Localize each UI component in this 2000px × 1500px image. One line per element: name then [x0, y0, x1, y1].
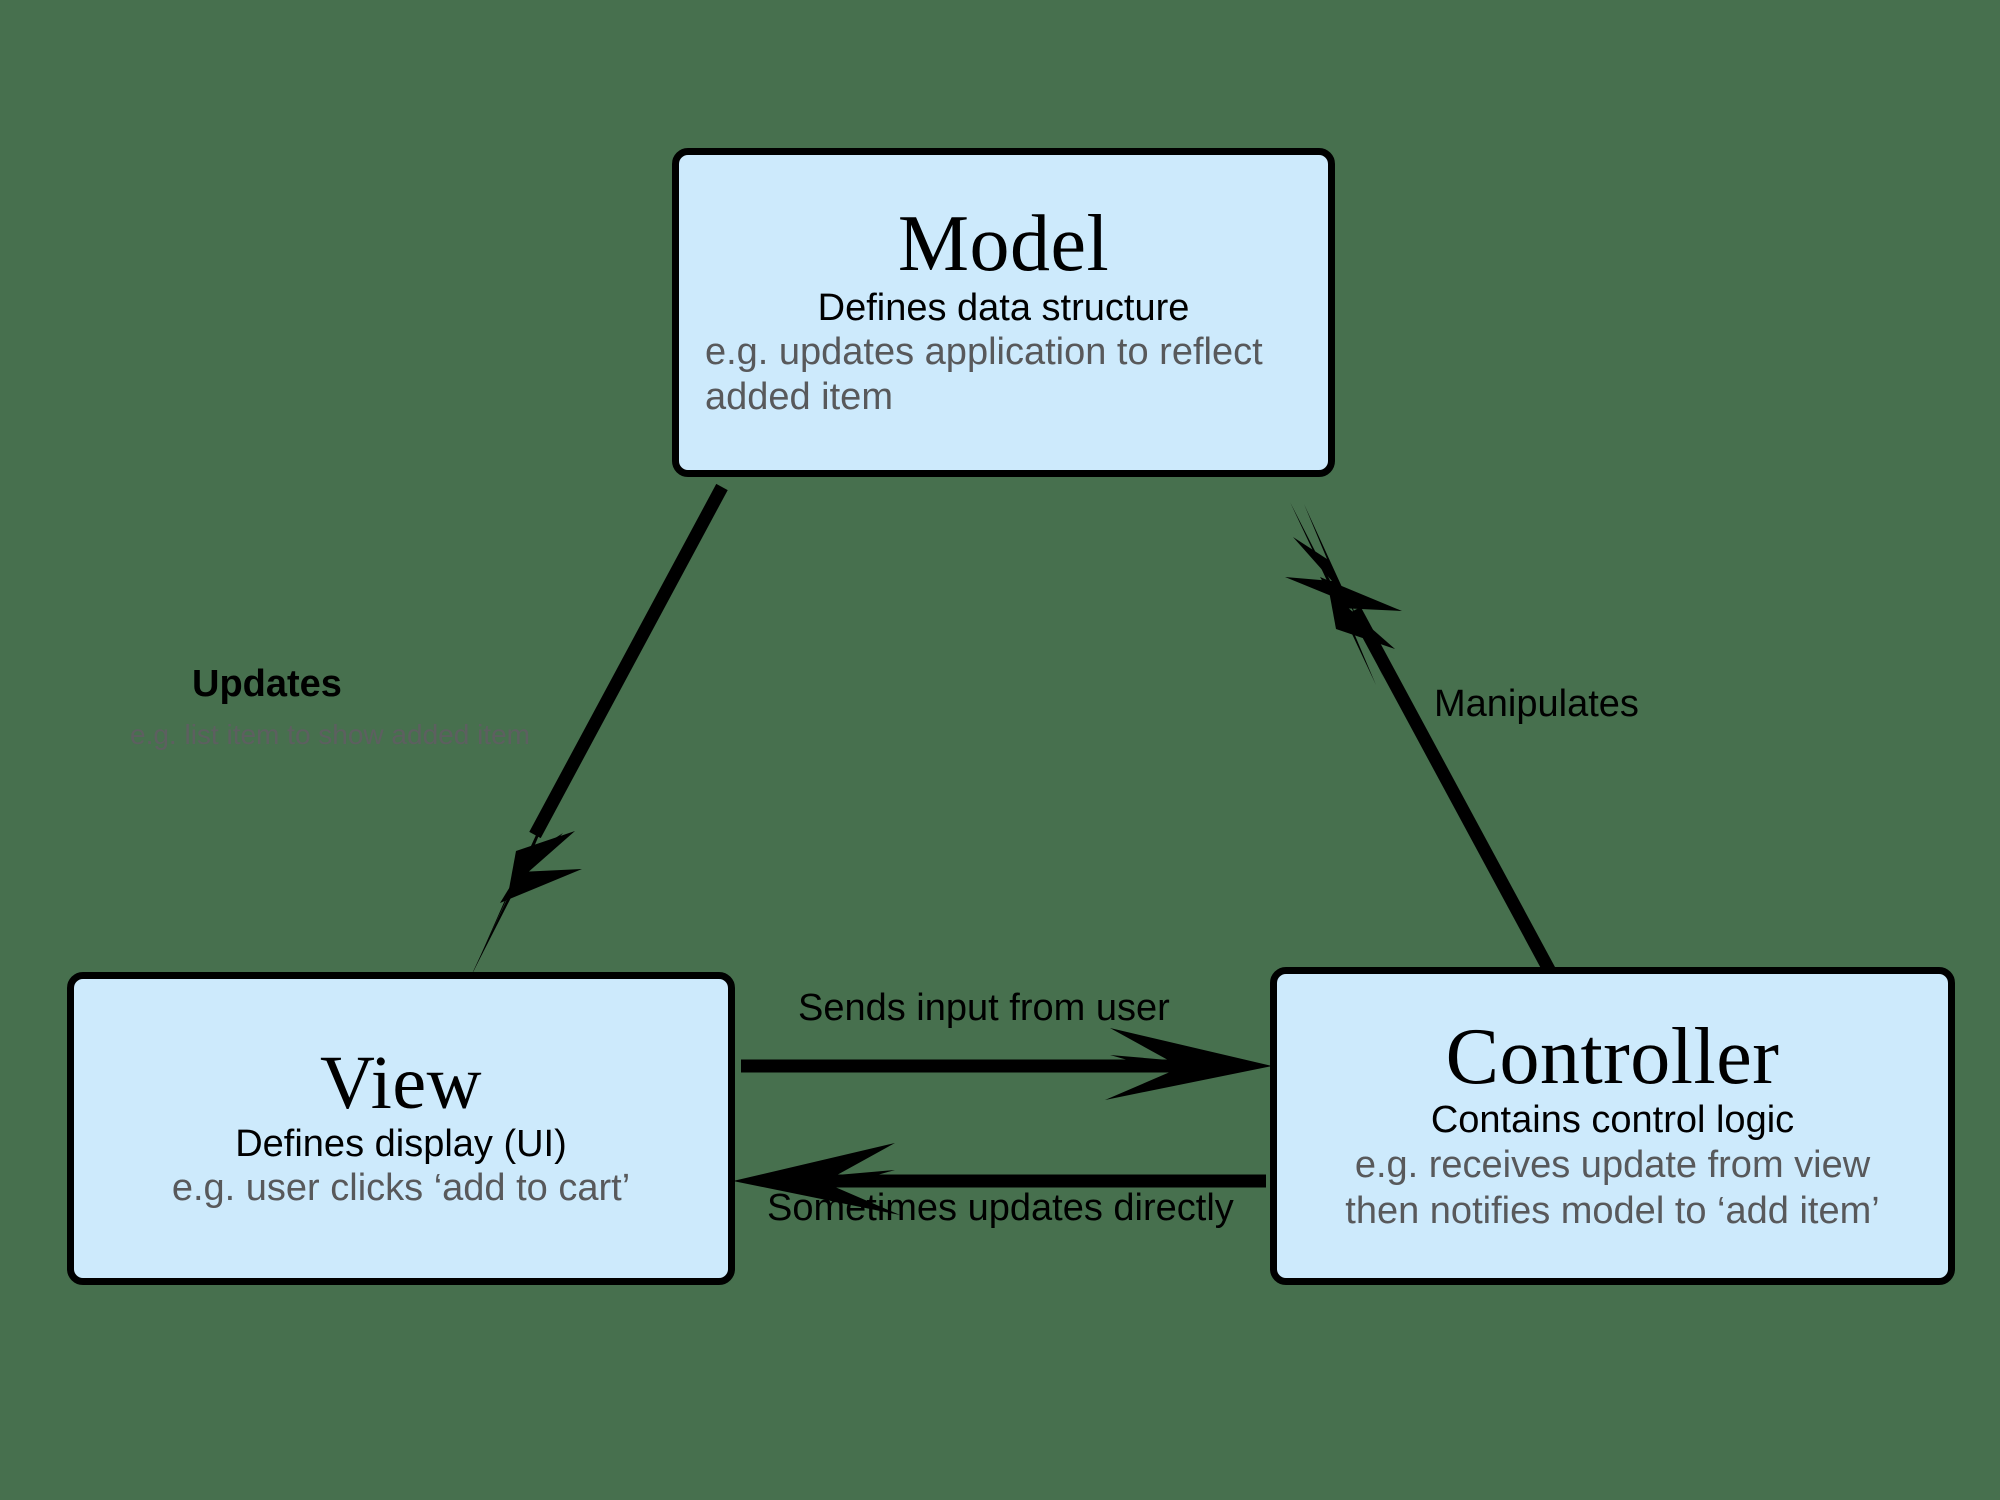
node-controller-subtitle: Contains control logic	[1430, 1099, 1795, 1142]
edge-label-updates: Updates	[192, 663, 342, 705]
arrow-controller-to-view	[733, 1143, 1266, 1215]
edge-label-manipulates: Manipulates	[1434, 683, 1639, 725]
node-controller-example-line1: e.g. receives update from view	[1354, 1143, 1871, 1186]
edge-sublabel-updates: e.g. list item to show added item	[130, 719, 530, 750]
arrow-view-to-controller	[741, 1028, 1272, 1100]
node-model-example: e.g. updates application to reflect adde…	[704, 331, 1263, 418]
node-model-title: Model	[897, 200, 1110, 289]
node-model[interactable]: Model Defines data structure e.g. update…	[672, 148, 1335, 477]
node-view-subtitle: Defines display (UI)	[235, 1123, 567, 1166]
node-model-subtitle: Defines data structure	[817, 286, 1190, 329]
node-view-title: View	[319, 1040, 483, 1125]
node-controller-example-line2: then notifies model to ‘add item’	[1345, 1190, 1880, 1233]
node-controller-title: Controller	[1445, 1012, 1780, 1101]
node-controller[interactable]: Controller Contains control logic e.g. r…	[1270, 967, 1955, 1285]
arrow-model-to-view	[470, 483, 728, 978]
edge-label-sends-input-from-user: Sends input from user	[798, 987, 1170, 1029]
edge-label-sometimes-updates-directly: Sometimes updates directly	[767, 1187, 1234, 1229]
node-view[interactable]: View Defines display (UI) e.g. user clic…	[67, 972, 735, 1285]
node-view-example: e.g. user clicks ‘add to cart’	[171, 1167, 631, 1210]
arrow-controller-to-model	[1285, 502, 1566, 994]
